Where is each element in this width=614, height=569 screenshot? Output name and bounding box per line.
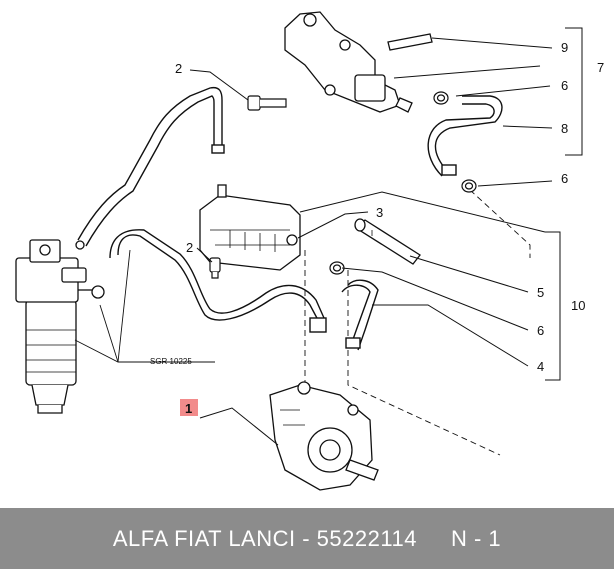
callout-10: 10 [571, 298, 585, 313]
callout-6-bottom: 6 [537, 323, 544, 338]
part-number-footer: ALFA FIAT LANCI - 55222114 N - 1 [0, 508, 614, 569]
callout-4: 4 [537, 359, 544, 374]
curved-hose-bottom [341, 279, 379, 351]
callout-highlight [180, 399, 198, 416]
callout-8: 8 [561, 121, 568, 136]
curved-hose-top [427, 95, 503, 177]
straight-tube [354, 218, 421, 265]
parts-diagram: SGR 10225 [15, 11, 604, 491]
callout-6-top: 6 [561, 78, 568, 93]
bolt-upper [247, 95, 287, 111]
callout-3: 3 [376, 205, 383, 220]
return-manifold [199, 184, 301, 271]
callout-1: 1 [185, 401, 192, 416]
bolt-lower [209, 257, 221, 279]
dashed-guides [304, 189, 531, 456]
hose-clamps [329, 91, 477, 275]
callout-5: 5 [537, 285, 544, 300]
callout-2-upper: 2 [175, 61, 182, 76]
fuel-filter [15, 239, 105, 414]
callout-2-lower: 2 [186, 240, 193, 255]
callout-9: 9 [561, 40, 568, 55]
injection-pump [269, 381, 379, 491]
quantity-text: N - 1 [450, 525, 502, 551]
fuel-hose-long [77, 86, 327, 333]
callout-leaders [189, 37, 553, 446]
callout-6-middle: 6 [561, 171, 568, 186]
callout-7: 7 [597, 60, 604, 75]
reference-code: SGR 10225 [150, 357, 192, 366]
callouts: 1 2 2 3 4 5 6 6 6 7 8 9 10 [175, 40, 604, 416]
top-connector [284, 11, 433, 113]
leader-lines-thin [74, 249, 215, 363]
part-number-text: ALFA FIAT LANCI - 55222114 [112, 525, 417, 551]
group-brackets [545, 27, 583, 381]
